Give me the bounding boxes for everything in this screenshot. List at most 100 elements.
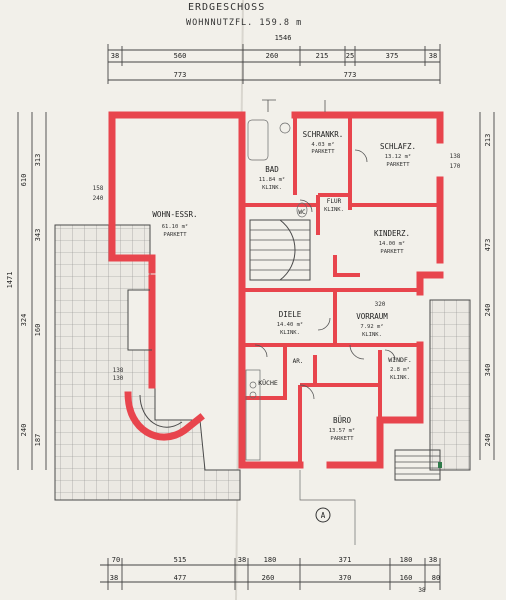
terrace-outline <box>127 289 152 351</box>
svg-text:4.03 m²: 4.03 m² <box>311 141 334 148</box>
svg-text:138: 138 <box>450 153 461 160</box>
room-wohn-essr: WOHN-ESSR. 61.10 m² PARKETT <box>152 210 197 238</box>
staircase <box>249 219 311 281</box>
dim-bot-1: 70 <box>112 556 120 564</box>
svg-text:A: A <box>321 511 326 520</box>
dim-top-total: 1546 <box>275 34 292 42</box>
dim-left-7: 240 <box>20 424 28 437</box>
dim-bot-4: 180 <box>264 556 277 564</box>
svg-text:KÜCHE: KÜCHE <box>258 378 278 387</box>
svg-text:SCHLAFZ.: SCHLAFZ. <box>380 142 416 151</box>
svg-text:AR.: AR. <box>293 358 304 365</box>
dim-bot-13: 38 <box>418 587 426 594</box>
svg-text:14.40 m²: 14.40 m² <box>277 321 304 328</box>
room-wc: WC <box>298 209 306 216</box>
svg-text:DIELE: DIELE <box>279 310 302 319</box>
bathroom-fixtures <box>247 119 308 218</box>
dim-right-2: 473 <box>484 239 492 252</box>
dim-top-3: 260 <box>266 52 279 60</box>
svg-text:170: 170 <box>450 163 461 170</box>
top-dimensions: 1546 38 560 260 215 25 375 38 773 773 <box>107 34 441 84</box>
dim-top-4: 215 <box>316 52 329 60</box>
dim-bot-7: 38 <box>429 556 437 564</box>
room-vorraum: VORRAUM 7.92 m² KLINK. <box>356 312 388 338</box>
kitchen-counter <box>245 369 261 461</box>
svg-text:SCHRANKR.: SCHRANKR. <box>303 130 344 139</box>
terrace-paving-right <box>429 299 471 471</box>
svg-text:61.10 m²: 61.10 m² <box>162 223 189 230</box>
svg-text:PARKETT: PARKETT <box>380 249 404 255</box>
right-dimensions: 213 473 240 340 240 <box>479 112 495 460</box>
left-dimensions: 313 343 610 1471 324 160 240 187 <box>6 112 47 470</box>
dim-bot-11: 370 <box>339 574 352 582</box>
room-ar: AR. <box>293 358 304 365</box>
dim-top-6: 375 <box>386 52 399 60</box>
svg-text:KLINK.: KLINK. <box>390 375 410 381</box>
dim-bot-2: 515 <box>174 556 187 564</box>
dim-top-9: 773 <box>344 71 357 79</box>
svg-text:BAD: BAD <box>265 165 279 174</box>
svg-text:PARKETT: PARKETT <box>163 232 187 238</box>
svg-text:130: 130 <box>113 375 124 382</box>
dim-left-1: 313 <box>34 154 42 167</box>
dim-left-8: 187 <box>34 434 42 447</box>
svg-text:13.57 m²: 13.57 m² <box>329 427 356 434</box>
svg-text:WOHN-ESSR.: WOHN-ESSR. <box>152 210 197 219</box>
dim-left-6: 160 <box>34 324 42 337</box>
doors <box>254 99 396 400</box>
entrance-path <box>299 470 356 545</box>
dim-top-8: 773 <box>174 71 187 79</box>
room-kueche: KÜCHE <box>258 378 278 387</box>
dim-bot-5: 371 <box>339 556 352 564</box>
svg-text:BÜRO: BÜRO <box>333 416 352 425</box>
room-windf: WINDF. 2.8 m² KLINK. <box>388 356 411 381</box>
room-buero: BÜRO 13.57 m² PARKETT <box>329 416 356 442</box>
svg-text:KLINK.: KLINK. <box>280 330 300 336</box>
svg-text:PARKETT: PARKETT <box>330 436 354 442</box>
dim-bot-10: 260 <box>262 574 275 582</box>
plan-subtitle: WOHNNUTZFL. 159.8 m <box>186 18 302 28</box>
svg-text:KLINK.: KLINK. <box>362 332 382 338</box>
svg-text:14.00 m²: 14.00 m² <box>379 240 406 247</box>
exterior-walls <box>108 111 444 469</box>
svg-text:WC: WC <box>298 209 306 216</box>
room-flur: FLUR KLINK. <box>324 198 344 213</box>
svg-text:13.12 m²: 13.12 m² <box>385 153 412 160</box>
room-diele: DIELE 14.40 m² KLINK. <box>277 310 304 336</box>
svg-text:320: 320 <box>375 301 386 308</box>
room-kinderz: KINDERZ. 14.00 m² PARKETT <box>374 229 410 255</box>
dim-bot-9: 477 <box>174 574 187 582</box>
svg-text:7.92 m²: 7.92 m² <box>360 323 383 330</box>
dim-bot-14: 80 <box>432 574 440 582</box>
bay-window-inner <box>139 394 183 428</box>
room-schlafz: SCHLAFZ. 13.12 m² PARKETT <box>380 142 416 168</box>
svg-text:11.84 m²: 11.84 m² <box>259 176 286 183</box>
room-schrankr: SCHRANKR. 4.03 m² PARKETT <box>303 130 344 155</box>
svg-text:138: 138 <box>113 367 124 374</box>
dim-bot-12: 160 <box>400 574 413 582</box>
svg-text:KLINK.: KLINK. <box>262 185 282 191</box>
svg-text:KINDERZ.: KINDERZ. <box>374 229 410 238</box>
bottom-dimensions: 70 515 38 180 371 180 38 38 477 260 370 … <box>100 556 441 594</box>
dim-right-3: 240 <box>484 304 492 317</box>
dim-left-2: 343 <box>34 229 42 242</box>
svg-text:WINDF.: WINDF. <box>388 356 411 364</box>
dim-top-1: 38 <box>111 52 119 60</box>
svg-text:158: 158 <box>93 185 104 192</box>
dim-bot-6: 180 <box>400 556 413 564</box>
svg-text:2.8 m²: 2.8 m² <box>390 366 410 373</box>
dim-top-5: 25 <box>346 52 354 60</box>
side-labels: 158 240 138 130 138 170 320 <box>93 153 461 382</box>
dim-top-2: 560 <box>174 52 187 60</box>
dim-right-1: 213 <box>484 134 492 147</box>
plan-title: ERDGESCHOSS <box>188 2 265 13</box>
svg-text:PARKETT: PARKETT <box>311 149 335 155</box>
entrance-steps <box>394 449 441 481</box>
dim-left-3: 610 <box>20 174 28 187</box>
dim-top-7: 38 <box>429 52 437 60</box>
entrance-marker: A <box>315 507 331 523</box>
dim-right-4: 340 <box>484 364 492 377</box>
svg-text:240: 240 <box>93 195 104 202</box>
dim-left-5: 324 <box>20 314 28 327</box>
